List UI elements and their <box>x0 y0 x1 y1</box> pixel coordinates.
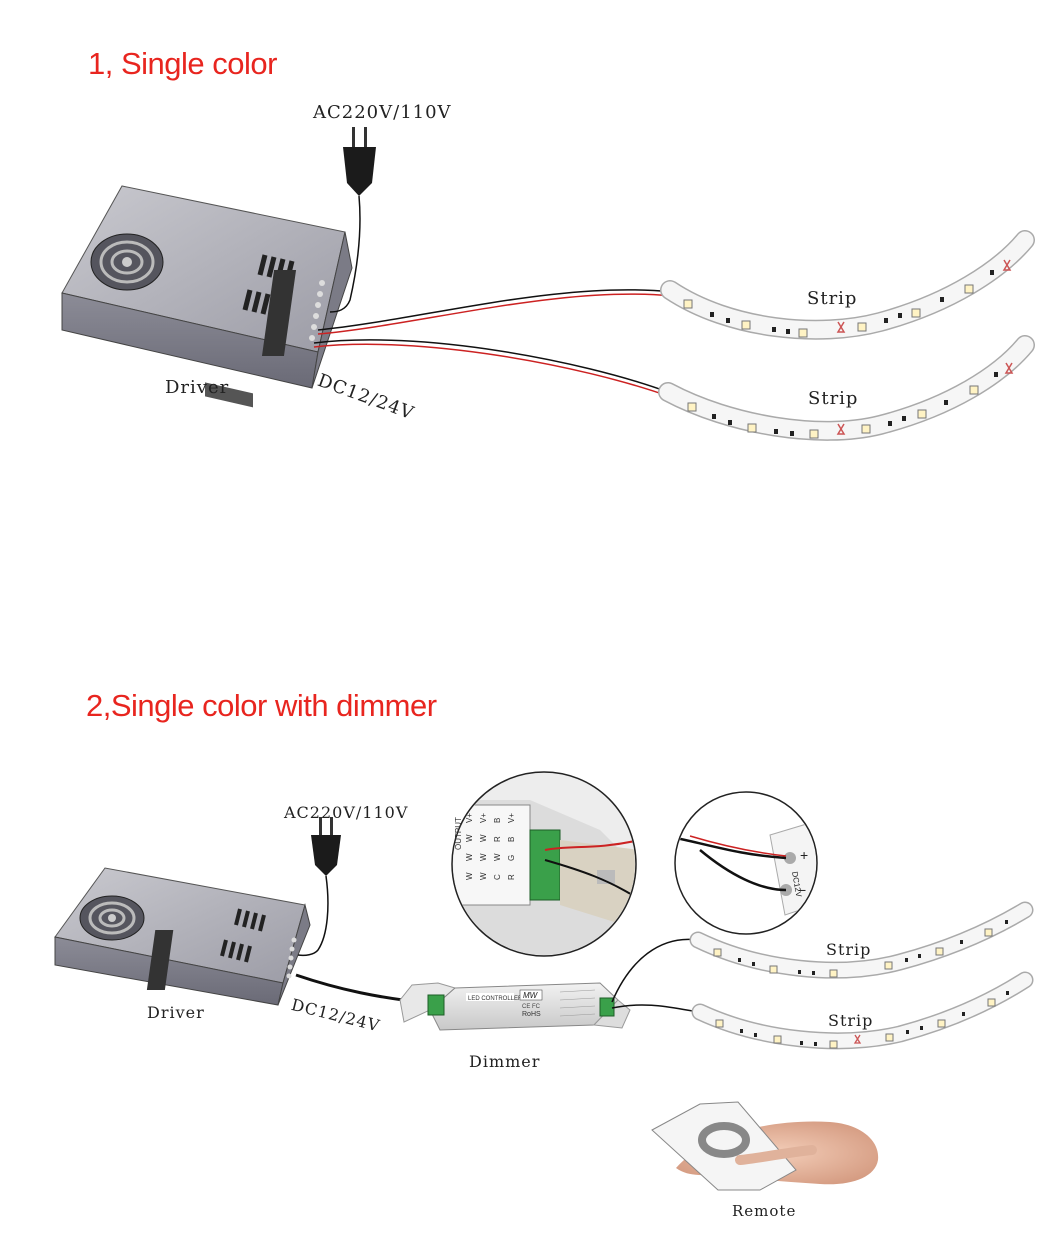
output-wires-1 <box>313 289 673 397</box>
output-terminal-label: G <box>507 855 516 861</box>
ac-input-label-2: AC220V/110V <box>284 803 409 822</box>
led-strip-2a <box>689 901 1034 979</box>
output-heading-text: OUTPUT <box>454 817 463 850</box>
minus-sign: − <box>798 882 806 898</box>
output-terminal-label: V+ <box>465 813 474 823</box>
driver-label-1: Driver <box>165 377 230 398</box>
strip-label-2a: Strip <box>826 940 872 959</box>
ac-plug-1 <box>329 127 376 313</box>
terminal-block <box>146 930 297 990</box>
power-supply-2 <box>54 867 311 1006</box>
ac-input-label-1: AC220V/110V <box>313 102 452 123</box>
strip-input-detail: + − DC12V <box>674 791 818 935</box>
power-supply-1 <box>61 185 353 408</box>
driver-label-2: Driver <box>147 1003 205 1022</box>
fan-icon <box>79 895 145 941</box>
strip-label-1b: Strip <box>808 388 859 409</box>
terminal-block <box>261 270 325 356</box>
output-terminal-label: W <box>479 872 488 880</box>
output-terminal-label: C <box>493 874 502 880</box>
output-terminal-label: W <box>465 853 474 861</box>
dimmer-label: Dimmer <box>469 1052 541 1071</box>
fan-icon <box>90 233 164 291</box>
output-terminal-label: R <box>493 836 502 842</box>
output-terminal-label: W <box>493 853 502 861</box>
output-terminal-label: B <box>493 818 502 823</box>
led-strip-1b <box>658 335 1035 441</box>
ac-plug-2 <box>297 817 341 957</box>
led-strip-1a <box>660 230 1035 340</box>
output-terminal-label: V+ <box>479 813 488 823</box>
remote-in-hand <box>651 1101 879 1191</box>
output-terminal-label: V+ <box>507 813 516 823</box>
output-terminal-label: R <box>507 874 516 880</box>
output-wires-2 <box>611 938 701 1013</box>
section-2-title: 2,Single color with dimmer <box>86 688 437 723</box>
strip-label-2b: Strip <box>828 1011 874 1030</box>
led-strip-2b <box>691 971 1034 1050</box>
section-1-title: 1, Single color <box>88 46 277 81</box>
output-terminal-label: B <box>507 837 516 842</box>
dimmer-brand-text: MW <box>523 991 539 1000</box>
output-terminal-label: W <box>479 834 488 842</box>
strip-label-1a: Strip <box>807 288 858 309</box>
dimmer-cert-text: CE FC <box>522 1004 541 1010</box>
dimmer-product-text: LED CONTROLLER <box>468 996 523 1002</box>
output-terminal-label: W <box>479 853 488 861</box>
vents <box>220 908 266 963</box>
dimmer-rohs-text: RoHS <box>522 1011 541 1018</box>
dimmer-unit: LED CONTROLLER MW CE FC RoHS <box>399 982 631 1031</box>
output-terminal-label: W <box>465 872 474 880</box>
output-terminal-label: W <box>465 834 474 842</box>
remote-label: Remote <box>732 1202 797 1220</box>
plus-sign: + <box>800 847 808 863</box>
